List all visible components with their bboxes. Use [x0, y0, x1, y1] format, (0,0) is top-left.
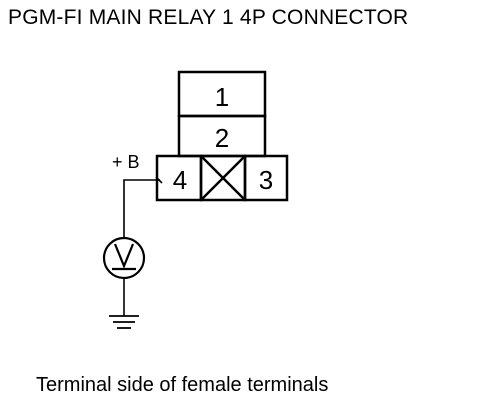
terminal-1-label: 1 [215, 82, 229, 112]
blank-cross-line [200, 155, 246, 201]
terminal-4-label: 4 [173, 165, 187, 195]
probe-label: + B [112, 152, 140, 172]
diagram-caption: Terminal side of female terminals [36, 374, 329, 396]
terminal-2-label: 2 [215, 123, 229, 153]
voltmeter-icon [102, 236, 146, 280]
ground-symbol-icon [109, 315, 139, 329]
terminal-3-label: 3 [259, 165, 273, 195]
probe-wire [123, 179, 160, 238]
diagram-title: PGM-FI MAIN RELAY 1 4P CONNECTOR [8, 6, 409, 29]
probe-tip [155, 176, 163, 184]
terminal-3-cell [243, 154, 289, 202]
